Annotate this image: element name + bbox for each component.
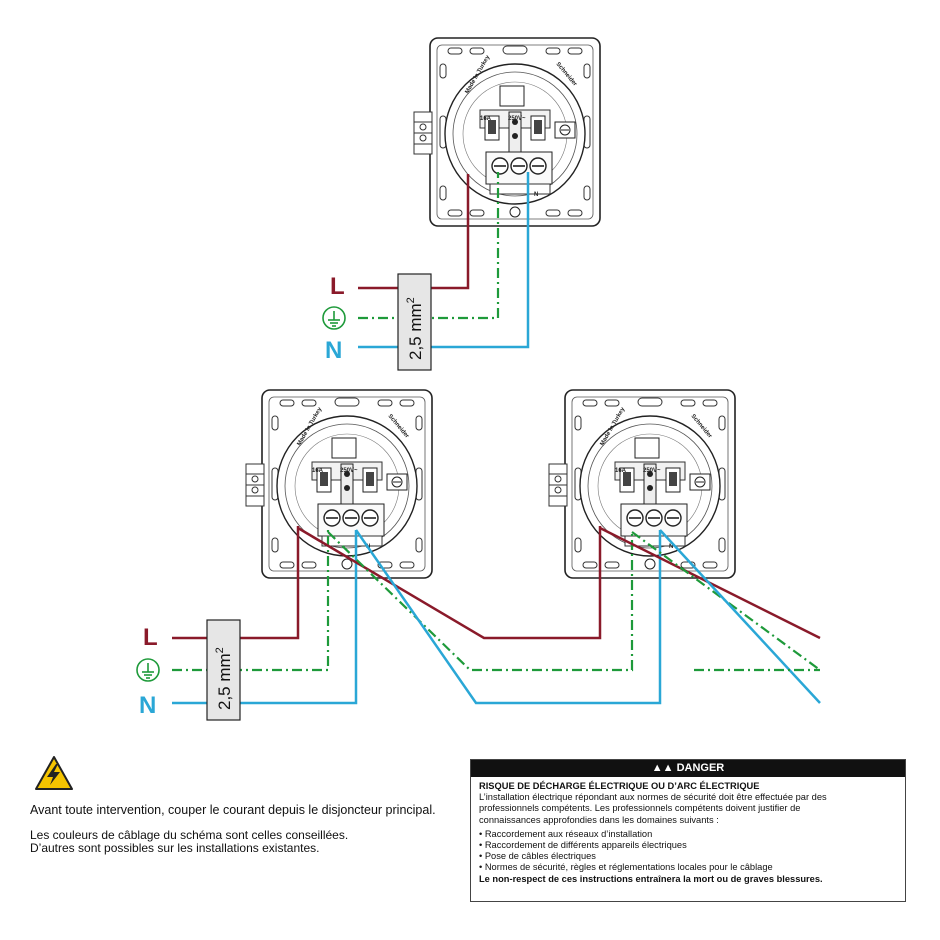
danger-title: RISQUE DE DÉCHARGE ÉLECTRIQUE OU D’ARC É… [479, 781, 760, 791]
main-instruction: Avant toute intervention, couper le cour… [30, 803, 436, 817]
danger-item: • Normes de sécurité, règles et réglemen… [479, 862, 773, 873]
danger-box: ▲▲ DANGER RISQUE DE DÉCHARGE ÉLECTRIQUE … [470, 759, 906, 902]
danger-item: • Raccordement de différents appareils é… [479, 840, 687, 851]
line-label: L [330, 273, 345, 300]
danger-triangle-icon: ▲▲ [651, 762, 674, 774]
svg-text:2,5 mm2: 2,5 mm2 [405, 297, 425, 360]
danger-item: • Pose de câbles électriques [479, 851, 596, 862]
socket-2: Made in Turkey Schneider 16A 250V~ N [245, 389, 433, 579]
cable-section-sup: 2 [405, 297, 417, 303]
socket-3: Made in Turkey Schneider 16A 250V~ N [548, 389, 736, 579]
wiring-note-line-1: Les couleurs de câblage du schéma sont c… [30, 828, 349, 842]
earth-wire-out [631, 531, 821, 671]
cable-section-label: 2,5 mm [215, 653, 234, 710]
warning-block: Avant toute intervention, couper le cour… [30, 755, 460, 855]
wiring-diagram: Made in Turkey Schneider 16A 250V~ N Mad… [136, 37, 821, 721]
cable-sleeve [206, 619, 241, 721]
danger-intro-line-1: L’installation électrique répondant aux … [479, 792, 827, 803]
socket-volt-label: 250V~ [508, 116, 526, 122]
socket-volt-label: 250V~ [340, 468, 358, 474]
danger-body: RISQUE DE DÉCHARGE ÉLECTRIQUE OU D’ARC É… [471, 777, 905, 885]
neutral-wire-out [659, 529, 821, 704]
earth-ground-icon [322, 306, 346, 330]
earth-wire [172, 530, 330, 672]
wiring-note: Les couleurs de câblage du schéma sont c… [30, 829, 460, 855]
socket-amp-label: 16A [480, 116, 492, 122]
svg-text:2,5 mm2: 2,5 mm2 [214, 647, 234, 710]
wiring-note-line-2: D’autres sont possibles sur les installa… [30, 841, 320, 855]
line-wire-loop [297, 526, 602, 640]
line-label: L [143, 624, 158, 651]
socket-volt-label: 250V~ [643, 468, 661, 474]
neutral-wire-loop [354, 529, 662, 705]
socket-terminal-n-label: N [534, 192, 538, 198]
danger-intro-line-2: professionnels compétents. Les professio… [479, 803, 801, 814]
line-wire [358, 174, 470, 290]
danger-intro-line-3: connaissances approfondies dans les doma… [479, 814, 719, 825]
danger-footer: Le non-respect de ces instructions entra… [479, 873, 823, 884]
cable-section-label: 2,5 mm [406, 303, 425, 360]
neutral-label: N [325, 337, 342, 364]
socket-1: Made in Turkey Schneider 16A 250V~ N [413, 37, 601, 227]
neutral-label: N [139, 692, 156, 719]
earth-ground-icon [136, 658, 160, 682]
high-voltage-warning-icon [35, 756, 73, 790]
danger-header: ▲▲ DANGER [471, 760, 905, 777]
socket-amp-label: 16A [615, 468, 627, 474]
cable-section-sup: 2 [214, 647, 226, 653]
socket-terminal-n-label: N [669, 544, 673, 550]
danger-item: • Raccordement aux réseaux d’installatio… [479, 828, 653, 839]
danger-header-label: DANGER [676, 762, 725, 774]
cable-sleeve [397, 273, 432, 371]
socket-amp-label: 16A [312, 468, 324, 474]
